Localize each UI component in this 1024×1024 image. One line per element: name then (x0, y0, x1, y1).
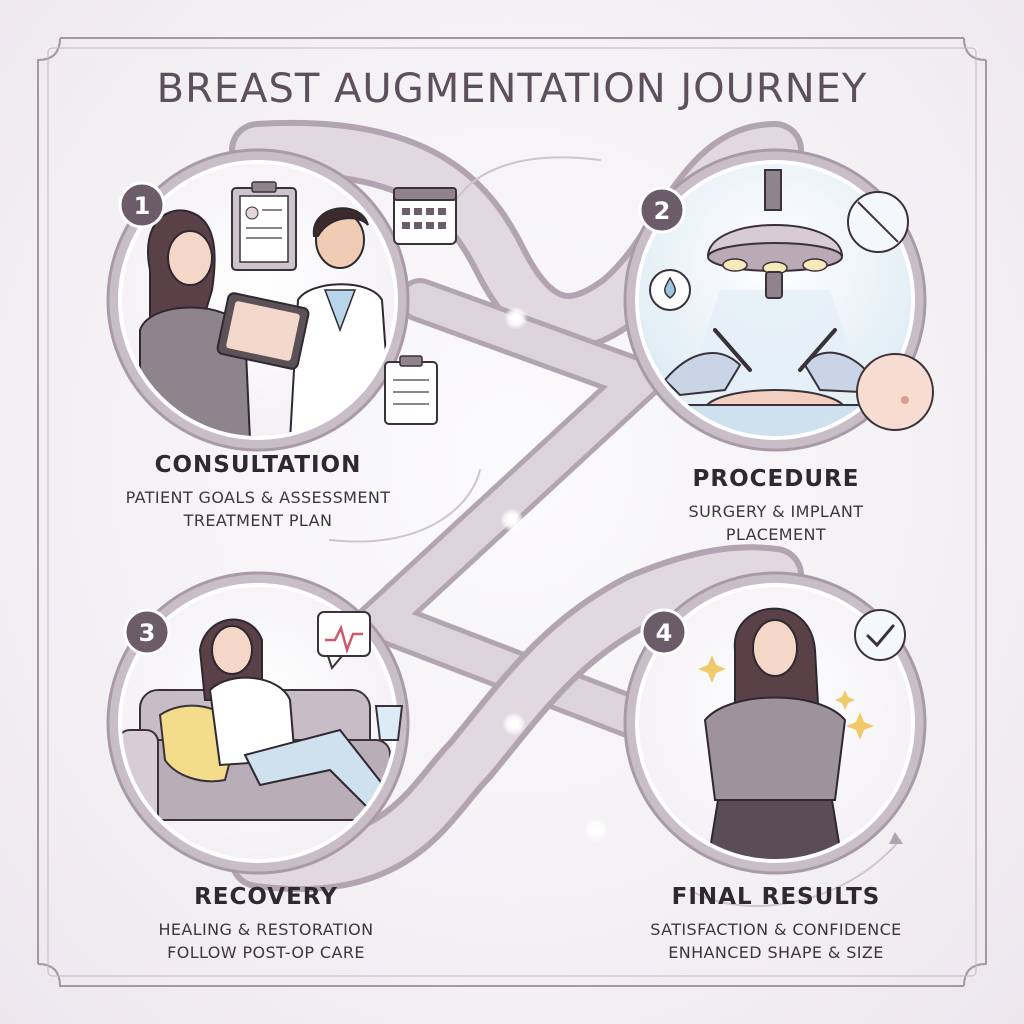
step-badge-3 (123, 608, 171, 656)
step-number-1: 1 (134, 192, 151, 220)
stage-1-illustration: 1 (106, 148, 410, 452)
stage-line: HEALING & RESTORATION (158, 920, 374, 939)
stage-2-text: PROCEDURE SURGERY & IMPLANT PLACEMENT (616, 466, 936, 546)
tablet-icon (216, 292, 310, 370)
heart-rate-icon (317, 611, 371, 671)
step-number-3: 3 (139, 619, 156, 647)
patient-face (211, 625, 253, 675)
decorative-frame (37, 37, 987, 987)
water-glass-icon (374, 705, 404, 741)
scalpel-icon (713, 328, 752, 372)
stage-1-text: CONSULTATION PATIENT GOALS & ASSESSMENT … (98, 452, 418, 532)
patient-face (167, 230, 213, 286)
sparkle-icon (698, 655, 874, 740)
stage-3-text: RECOVERY HEALING & RESTORATION FOLLOW PO… (106, 884, 426, 964)
step-badge-2 (638, 186, 686, 234)
stage-2-illustration: 2 (623, 148, 934, 452)
step-badge-1 (118, 181, 166, 229)
stage-line: SATISFACTION & CONFIDENCE (650, 920, 902, 939)
glove-left (663, 352, 742, 397)
step-number-2: 2 (654, 197, 671, 225)
stage-heading: PROCEDURE (692, 466, 860, 492)
stage-heading: FINAL RESULTS (671, 884, 881, 910)
stage-heading: CONSULTATION (154, 452, 362, 478)
stage-line: PATIENT GOALS & ASSESSMENT (125, 488, 391, 507)
clipboard-small-icon (384, 355, 438, 425)
stage-heading: RECOVERY (194, 884, 338, 910)
patient-shirt (208, 676, 297, 767)
woman-face (752, 619, 798, 677)
implant-detail-icon (856, 353, 934, 431)
stage-3-illustration: 3 (106, 571, 410, 875)
clipboard-icon (231, 181, 297, 271)
check-icon (854, 609, 906, 661)
stage-4-text: FINAL RESULTS SATISFACTION & CONFIDENCE … (616, 884, 936, 964)
stage-4-illustration: 4 (623, 571, 927, 875)
surgical-lamp-icon (706, 169, 844, 299)
stage-line: ENHANCED SHAPE & SIZE (668, 943, 884, 962)
step-number-4: 4 (656, 619, 673, 647)
step-badge-4 (640, 608, 688, 656)
path-light-dots (500, 306, 608, 842)
stage-line: SURGERY & IMPLANT (688, 502, 864, 521)
stage-line: FOLLOW POST-OP CARE (167, 943, 365, 962)
stage-line: TREATMENT PLAN (183, 511, 333, 530)
woman-top (703, 696, 847, 801)
page-title: BREAST AUGMENTATION JOURNEY (156, 66, 868, 112)
stage-line: PLACEMENT (725, 525, 827, 544)
calendar-icon (393, 187, 457, 245)
doctor-hair (312, 207, 369, 237)
glove-right (803, 351, 872, 394)
